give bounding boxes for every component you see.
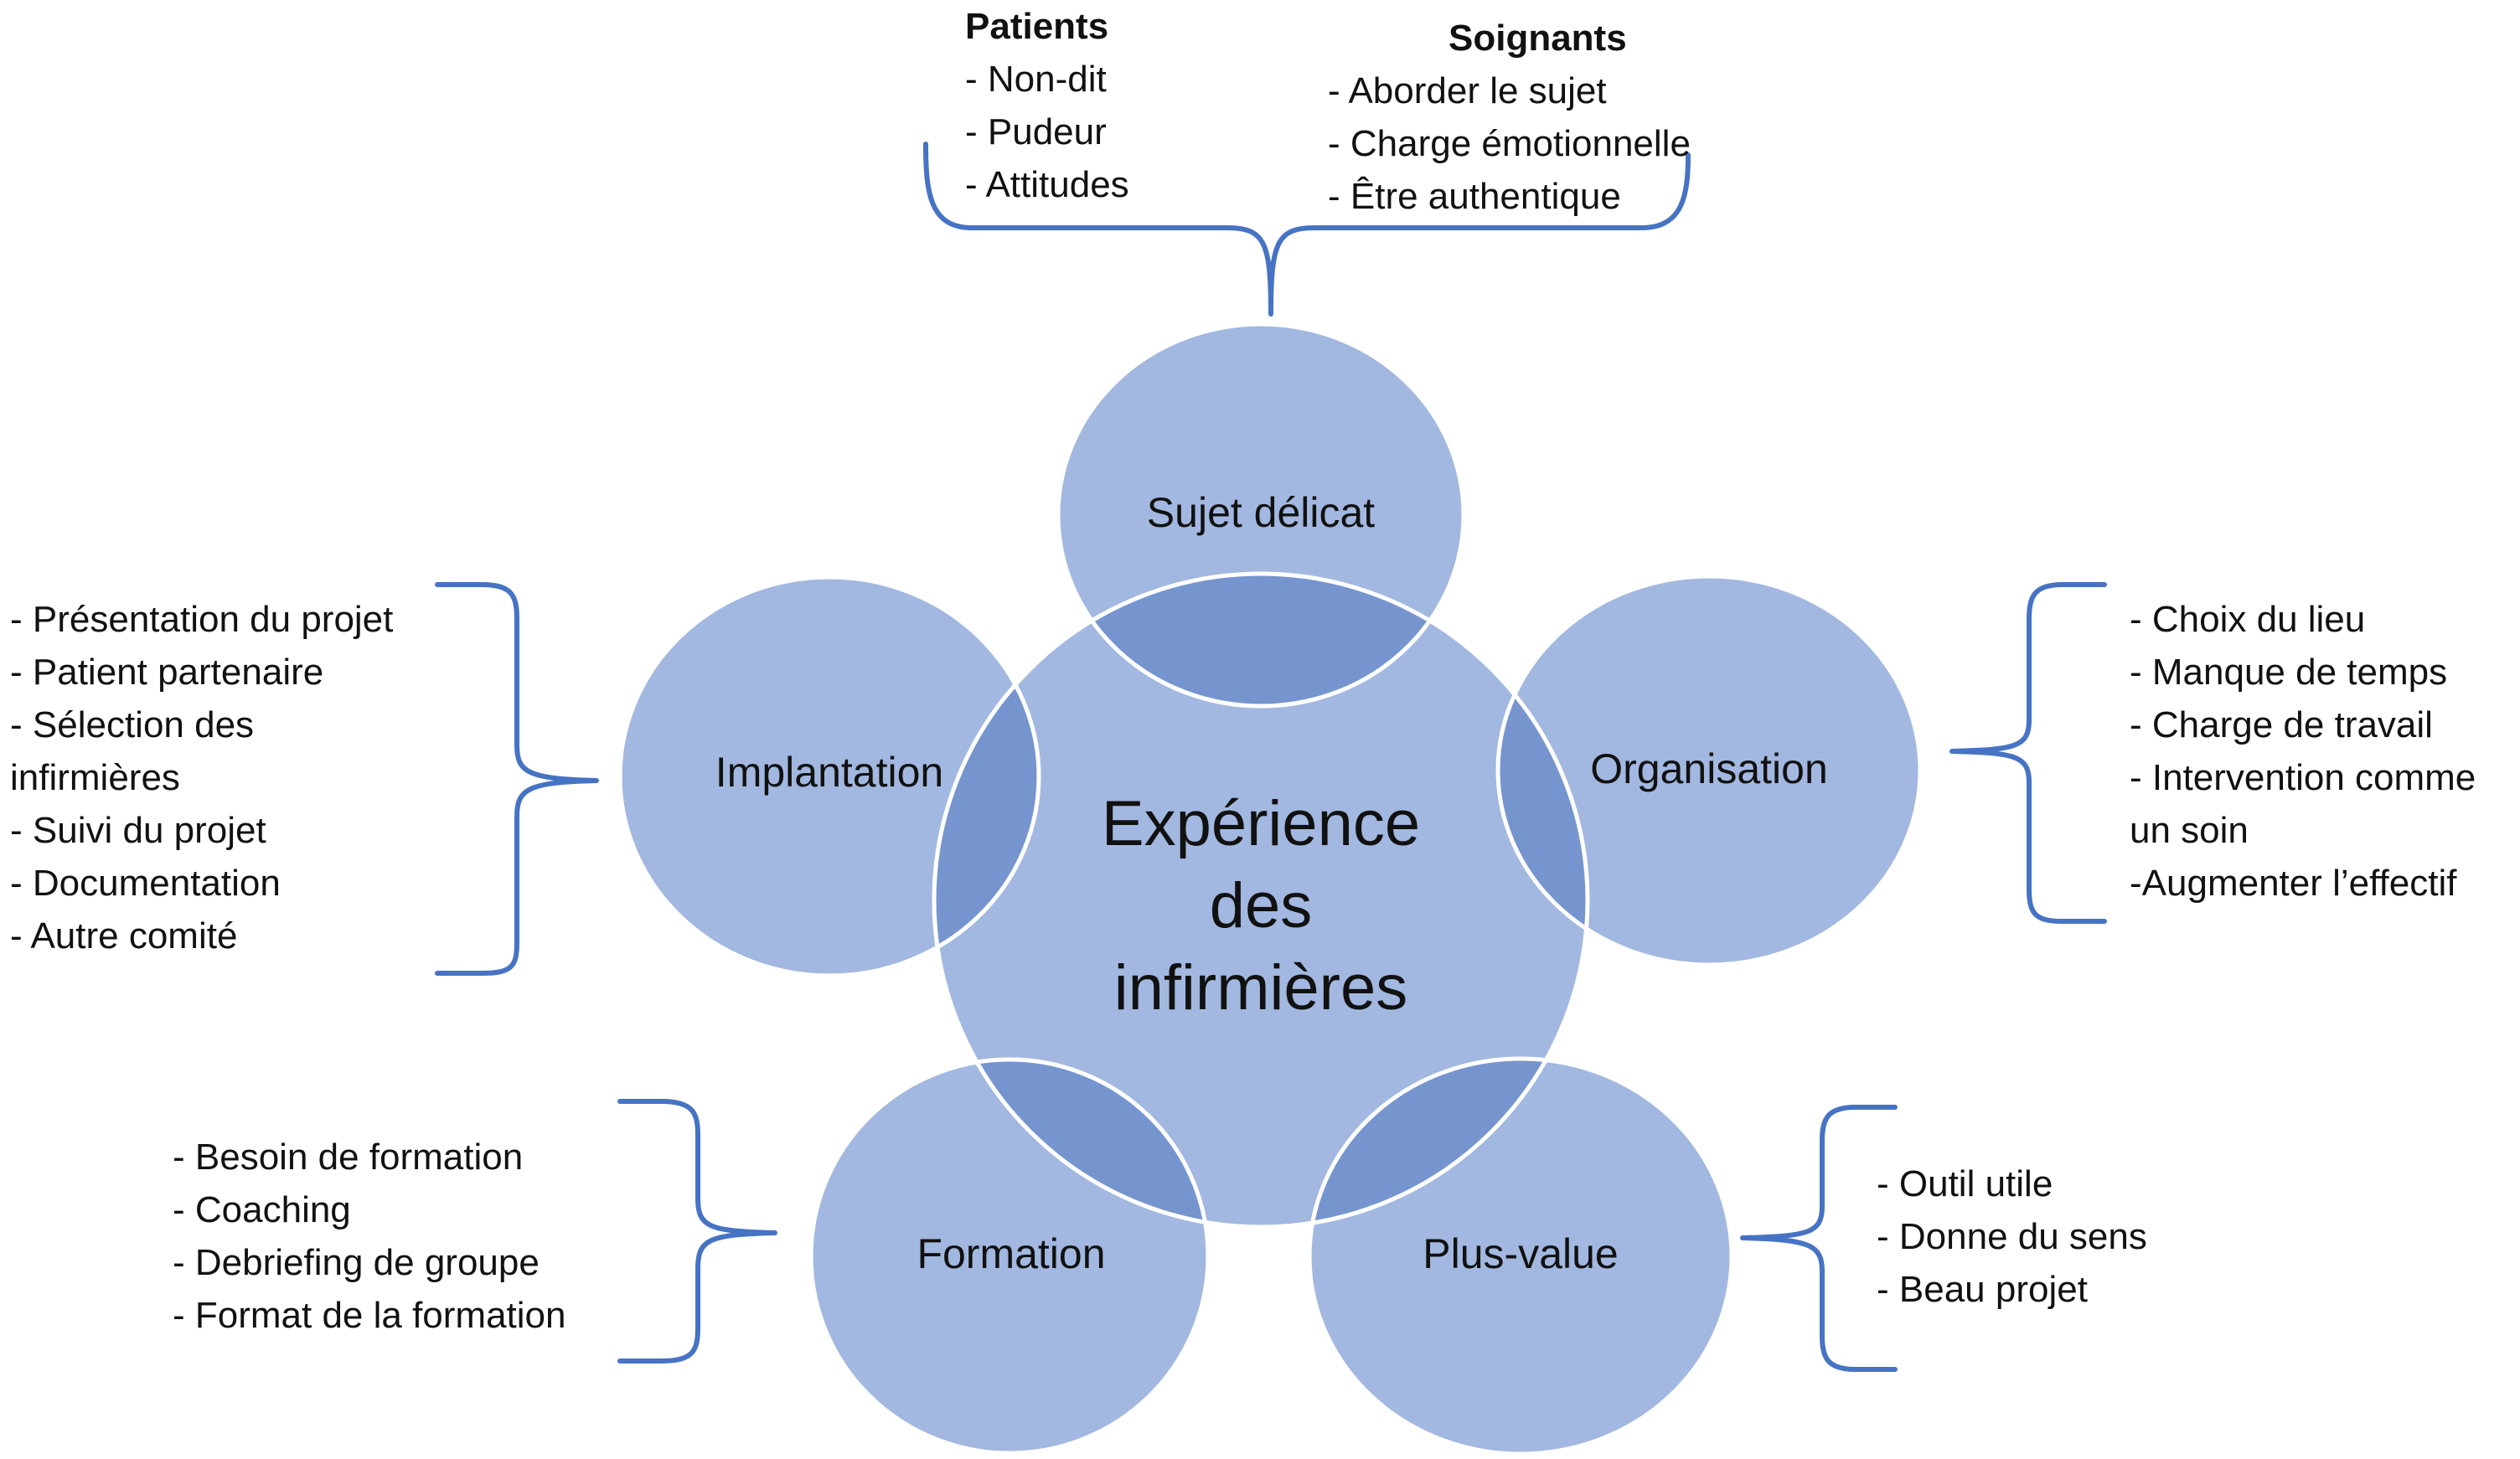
- implantation-item: - Patient partenaire: [10, 652, 324, 693]
- implantation-list: - Présentation du projet - Patient parte…: [10, 593, 393, 962]
- formation-item: - Debriefing de groupe: [173, 1242, 540, 1283]
- plus-value-list: - Outil utile - Donne du sens - Beau pro…: [1877, 1157, 2147, 1316]
- organisation-item: - Intervention comme: [2130, 757, 2476, 798]
- soignants-item: - Être authentique: [1328, 176, 1621, 217]
- plus-value-label: Plus-value: [1423, 1230, 1619, 1277]
- organisation-item: - Charge de travail: [2130, 704, 2433, 745]
- center-label-line-1: Expérience: [1101, 788, 1421, 859]
- patients-item: - Attitudes: [965, 164, 1129, 205]
- patients-item: - Non-dit: [965, 59, 1107, 100]
- plus-value-brace: [1740, 1105, 1898, 1372]
- top-brace: [923, 142, 1691, 317]
- formation-item: - Coaching: [173, 1189, 351, 1230]
- organisation-item: un soin: [2130, 810, 2249, 851]
- plus-value-item: - Outil utile: [1877, 1163, 2053, 1204]
- brace-group: [435, 142, 2107, 1372]
- implantation-item: - Sélection des: [10, 704, 255, 745]
- implantation-item: - Autre comité: [10, 915, 238, 956]
- formation-list: - Besoin de formation - Coaching - Debri…: [173, 1131, 566, 1342]
- organisation-item: - Choix du lieu: [2130, 599, 2366, 640]
- formation-brace: [617, 1099, 777, 1364]
- implantation-item: - Présentation du projet: [10, 599, 394, 640]
- soignants-heading: Soignants: [1448, 18, 1627, 59]
- organisation-item: -Augmenter l’effectif: [2130, 863, 2457, 904]
- organisation-list: - Choix du lieu - Manque de temps - Char…: [2130, 593, 2476, 910]
- center-label-line-2: des: [1209, 870, 1313, 941]
- formation-label: Formation: [917, 1230, 1106, 1277]
- patients-item: - Pudeur: [965, 111, 1107, 152]
- soignants-item: - Aborder le sujet: [1328, 70, 1607, 111]
- sujet-delicat-label: Sujet délicat: [1146, 489, 1376, 536]
- organisation-label: Organisation: [1590, 745, 1828, 792]
- plus-value-item: - Beau projet: [1877, 1269, 2088, 1310]
- implantation-label: Implantation: [715, 749, 944, 796]
- organisation-item: - Manque de temps: [2130, 652, 2448, 693]
- implantation-item: infirmières: [10, 757, 180, 798]
- organisation-brace: [1949, 582, 2107, 924]
- center-label-line-3: infirmières: [1113, 952, 1408, 1023]
- soignants-item: - Charge émotionnelle: [1328, 123, 1691, 164]
- soignants-block: Soignants - Aborder le sujet - Charge ém…: [1328, 12, 1691, 223]
- patients-heading: Patients: [965, 6, 1109, 47]
- patients-block: Patients - Non-dit - Pudeur - Attitudes: [965, 0, 1129, 211]
- implantation-brace: [435, 582, 599, 976]
- implantation-item: - Documentation: [10, 863, 281, 904]
- implantation-item: - Suivi du projet: [10, 810, 266, 851]
- formation-item: - Format de la formation: [173, 1295, 566, 1336]
- center-label: Expérience des infirmières: [1102, 783, 1420, 1029]
- formation-item: - Besoin de formation: [173, 1137, 524, 1178]
- plus-value-item: - Donne du sens: [1877, 1216, 2147, 1257]
